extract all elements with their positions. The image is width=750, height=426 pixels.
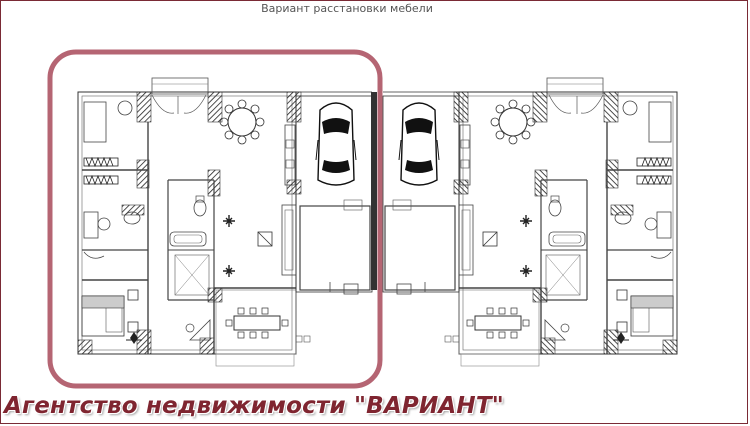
left-unit-plan [77, 77, 373, 367]
agency-watermark: Агентство недвижимости "ВАРИАНТ" [4, 393, 504, 419]
selected-unit-outline [47, 49, 383, 389]
right-unit-plan [382, 77, 678, 367]
party-wall [371, 92, 377, 290]
plan-caption: Вариант расстановки мебели [261, 2, 433, 15]
